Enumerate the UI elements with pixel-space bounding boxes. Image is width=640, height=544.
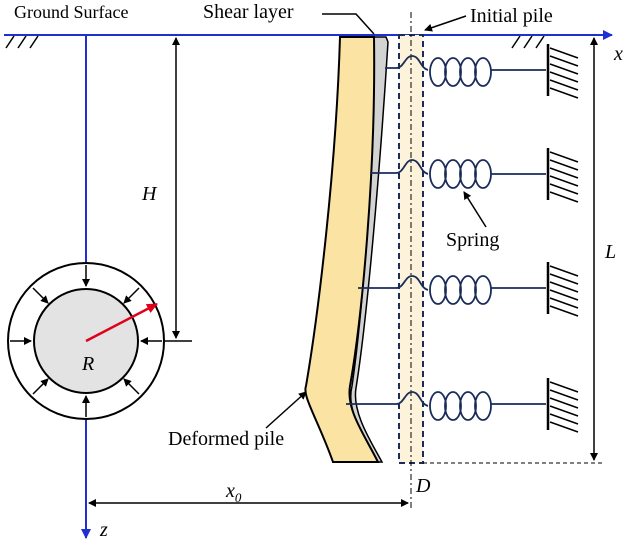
spring-2 [370,159,546,189]
initial-pile-leader [424,15,467,32]
label-R: R [81,353,94,375]
label-ground-surface: Ground Surface [14,2,128,22]
cavity-pressure-arrows [10,265,162,417]
label-L: L [604,241,616,263]
shear-layer-leader [322,13,375,35]
label-deformed-pile: Deformed pile [168,428,284,450]
label-spring: Spring [446,229,499,251]
fixed-support-icon-2 [546,148,579,203]
label-shear-layer: Shear layer [203,1,294,23]
deformed-pile [304,36,380,463]
ground-hatch-icon [5,35,545,49]
deformed-pile-leader [265,391,307,429]
fixed-support-icon-4 [546,378,579,433]
label-z-axis: z [99,519,108,541]
radius-arrow [85,302,158,343]
label-initial-pile: Initial pile [470,5,553,27]
spring-3 [358,275,546,305]
spring-4 [346,391,546,421]
fixed-support-icon-1 [546,44,579,99]
spring-leader [463,191,487,228]
label-x0: x0 [225,480,242,505]
label-x-axis: x [613,43,623,65]
label-D: D [415,475,431,497]
label-H: H [141,183,158,205]
spring-1 [385,55,546,87]
fixed-support-icon-3 [546,262,579,317]
